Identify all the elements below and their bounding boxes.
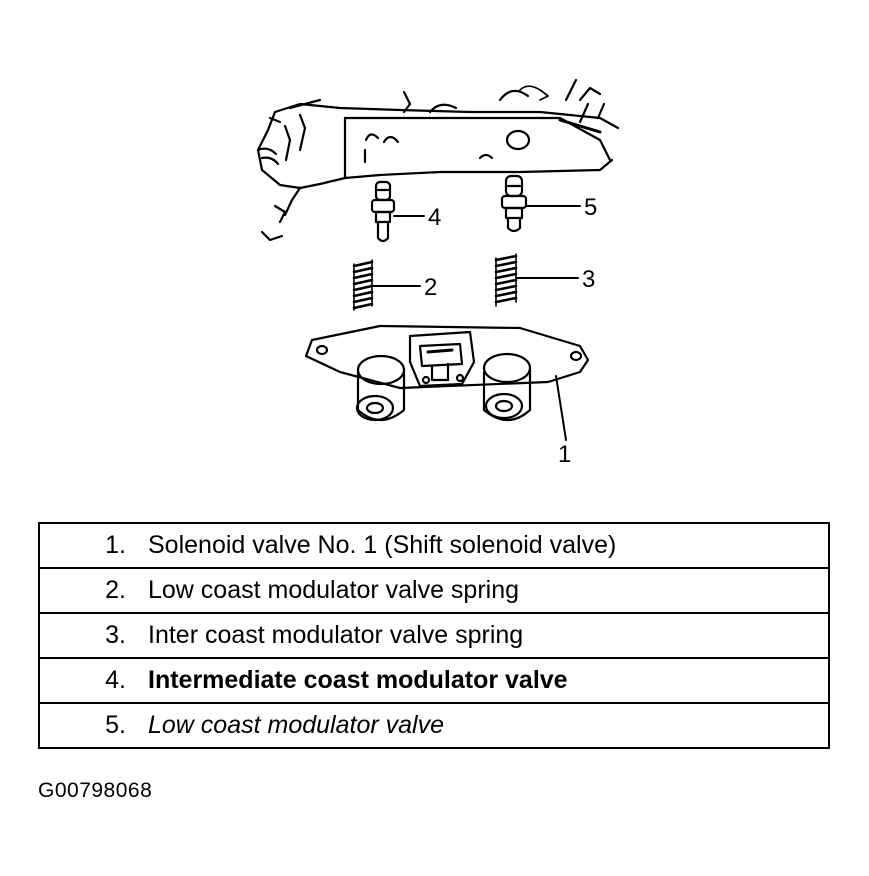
callout-4: 4 — [428, 204, 441, 231]
legend-row: 3. Inter coast modulator valve spring — [39, 612, 829, 658]
intermediate-coast-modulator-valve — [370, 180, 396, 243]
legend-number: 1. — [105, 531, 126, 559]
legend-table: 1. Solenoid valve No. 1 (Shift solenoid … — [38, 522, 830, 749]
legend-description: Low coast modulator valve spring — [148, 567, 829, 613]
legend-row: 1. Solenoid valve No. 1 (Shift solenoid … — [39, 523, 829, 568]
callout-1: 1 — [558, 441, 571, 468]
low-coast-modulator-valve-spring — [352, 259, 374, 311]
figure-id: G00798068 — [38, 779, 153, 802]
leader-line-1 — [555, 375, 567, 441]
legend-number: 4. — [39, 657, 148, 703]
legend-row: 5. Low coast modulator valve — [39, 702, 829, 748]
callout-5: 5 — [584, 194, 597, 221]
legend-row: 2. Low coast modulator valve spring — [39, 567, 829, 613]
legend-description: Inter coast modulator valve spring — [148, 612, 829, 658]
exploded-view-diagram: 4 5 2 3 1 — [256, 78, 620, 468]
low-coast-modulator-valve — [500, 174, 528, 233]
legend-number: 2. — [39, 567, 148, 613]
callout-2: 2 — [424, 274, 437, 301]
legend-description: Intermediate coast modulator valve — [148, 657, 829, 703]
callout-3: 3 — [582, 266, 595, 293]
valve-body-housing — [256, 78, 620, 242]
legend-description: Solenoid valve No. 1 (Shift solenoid val… — [148, 531, 617, 559]
legend-description: Low coast modulator valve — [148, 702, 829, 748]
solenoid-valve-no-1 — [304, 324, 590, 422]
legend-number: 3. — [39, 612, 148, 658]
inter-coast-modulator-valve-spring — [494, 253, 518, 307]
legend-number: 5. — [39, 702, 148, 748]
leader-lines — [371, 205, 581, 441]
legend-row: 4. Intermediate coast modulator valve — [39, 657, 829, 703]
